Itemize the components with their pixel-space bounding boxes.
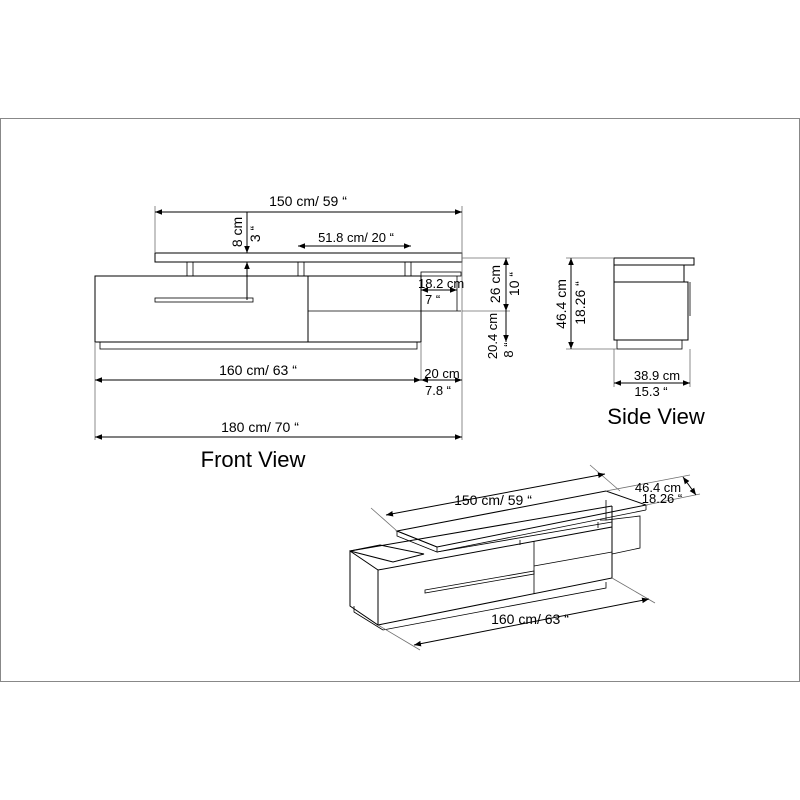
dim-body-width: 160 cm/ 63 “ [219, 362, 297, 378]
dim-drawer-depth-in: 7 “ [425, 292, 440, 307]
iso-drawer-mid [533, 551, 613, 567]
dim-total-width: 180 cm/ 70 “ [221, 419, 299, 435]
ext-line [370, 507, 398, 532]
front-top-board [154, 252, 463, 263]
dim-iso-top-width: 150 cm/ 59 “ [454, 492, 532, 508]
front-plinth [99, 341, 418, 350]
dim-iso-body-width: 160 cm/ 63 “ [491, 611, 569, 627]
dim-top-height-cm: 8 cm [229, 217, 245, 247]
dim-side-height-cm: 46.4 cm [553, 279, 569, 329]
dim-drawer-depth-cm: 18.2 cm [418, 276, 464, 291]
iso-handle [424, 570, 535, 594]
side-view-title: Side View [607, 404, 705, 429]
isometric-view: 150 cm/ 59 “ 46.4 cm 18.26 “ 160 cm/ 63 … [349, 464, 701, 651]
front-post-left [186, 261, 194, 277]
ext-line [645, 493, 701, 506]
front-cabinet [94, 275, 422, 343]
front-view: 150 cm/ 59 “ 8 cm 3 “ 51.8 cm/ 20 “ 18.2… [94, 193, 522, 472]
front-post-mid [297, 261, 305, 277]
dim-line-iso-46 [682, 476, 697, 496]
dim-overhang-in: 7.8 “ [425, 383, 451, 398]
side-body [613, 281, 689, 341]
iso-cabinet-top-back [436, 521, 613, 553]
iso-cabinet-side [349, 550, 379, 626]
front-view-title: Front View [201, 447, 306, 472]
dim-iso-depth-in: 18.26 “ [642, 491, 682, 506]
iso-shelf-unit [605, 500, 641, 555]
drawing-frame [0, 118, 800, 682]
dim-overhang-cm: 20 cm [424, 366, 459, 381]
side-view: 46.4 cm 18.26 “ 38.9 cm 15.3 “ Side View [553, 257, 705, 429]
dim-side-depth-in: 15.3 “ [634, 384, 667, 399]
dim-shelf-width: 51.8 cm/ 20 “ [318, 230, 394, 245]
front-side-shelf [420, 271, 462, 277]
dim-line-iso-160 [413, 597, 650, 647]
ext-line [605, 474, 691, 492]
front-handle [154, 297, 254, 303]
dim-leg-height-cm: 20.4 cm [485, 313, 500, 359]
dim-side-depth-cm: 38.9 cm [634, 368, 680, 383]
dim-top-height-in: 3 “ [247, 225, 263, 242]
front-post-right [404, 261, 412, 277]
side-upper-block [613, 264, 685, 283]
dim-body-height-in: 10 “ [506, 272, 522, 296]
ext-line [377, 624, 421, 651]
dim-line-iso-150 [385, 472, 606, 517]
dim-body-height-cm: 26 cm [487, 265, 503, 303]
ext-line [589, 464, 621, 492]
dim-side-height-in: 18.26 “ [572, 281, 588, 325]
iso-top-board-edge2 [436, 509, 647, 553]
dim-iso-depth-cm: 46.4 cm [635, 480, 681, 495]
iso-plinth [353, 582, 607, 631]
iso-cabinet-top [349, 544, 425, 563]
side-plinth [616, 339, 683, 350]
dim-leg-height-in: 8 “ [501, 342, 516, 357]
side-top-board [613, 257, 695, 266]
dim-top-width: 150 cm/ 59 “ [269, 193, 347, 209]
